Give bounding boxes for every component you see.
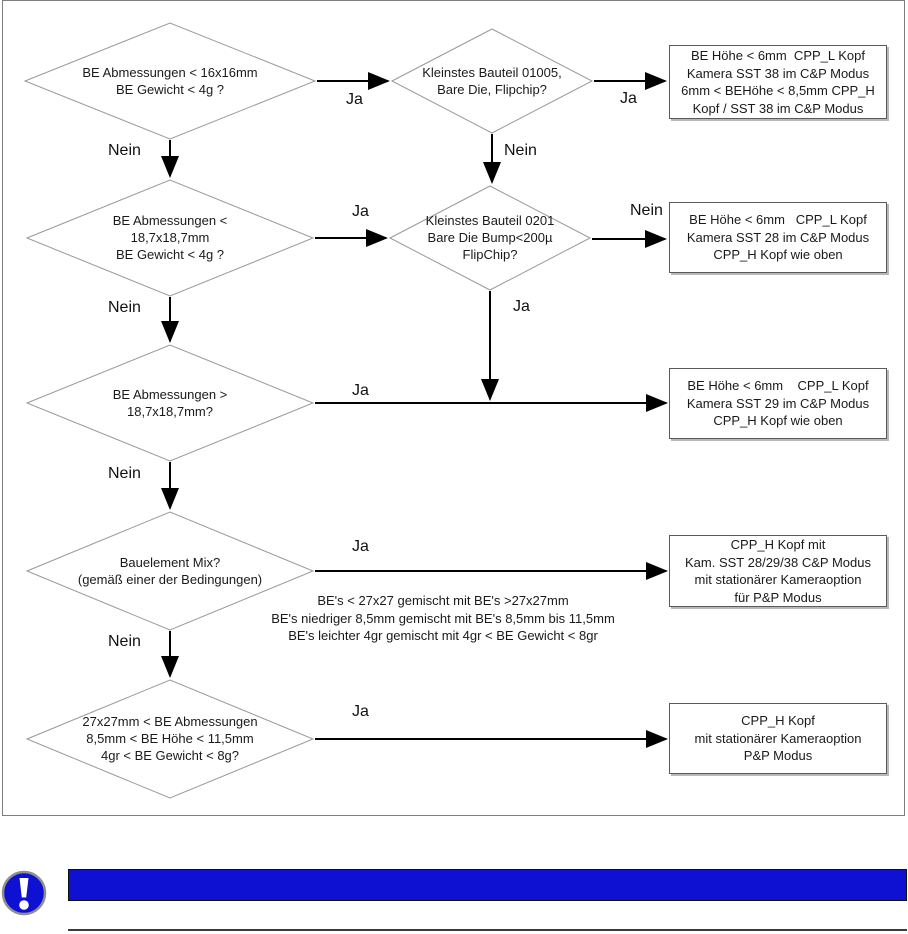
result-box-3: BE Höhe < 6mm CPP_L Kopf Kamera SST 29 i… <box>669 368 887 439</box>
decision-1-label: BE Abmessungen < 16x16mm BE Gewicht < 4g… <box>82 65 258 97</box>
footer-rule <box>68 929 907 931</box>
edge-label-d5-nein: Nein <box>108 465 141 482</box>
decision-shape-4 <box>388 185 592 291</box>
decision-6-label: Bauelement Mix? (gemäß einer der Bedingu… <box>77 555 263 587</box>
decision-4-label: Kleinstes Bauteil 0201 Bare Die Bump<200… <box>425 213 555 262</box>
edge-label-d2-nein: Nein <box>504 142 537 159</box>
decision-3-label: BE Abmessungen < 18,7x18,7mm BE Gewicht … <box>112 213 228 262</box>
edge-label-d3-ja: Ja <box>352 203 369 220</box>
decision-5-label: BE Abmessungen > 18,7x18,7mm? <box>112 387 228 419</box>
edge-label-d7-ja: Ja <box>352 703 369 720</box>
edge-label-d3-nein: Nein <box>108 299 141 316</box>
decision-2-label: Kleinstes Bauteil 01005, Bare Die, Flipc… <box>422 65 562 97</box>
decision-shape-5 <box>25 344 315 462</box>
mix-conditions-note: BE's < 27x27 gemischt mit BE's >27x27mm … <box>271 593 615 643</box>
decision-shape-3 <box>25 179 315 297</box>
note-title-bar <box>68 869 907 901</box>
decision-shape-1 <box>23 22 317 140</box>
edge-label-d5-ja: Ja <box>352 382 369 399</box>
decision-shape-6 <box>25 511 315 631</box>
edge-label-d6-ja: Ja <box>352 538 369 555</box>
decision-shape-7 <box>25 679 315 799</box>
exclamation-icon <box>1 870 47 916</box>
edge-label-d4-nein: Nein <box>630 202 663 219</box>
result-box-2: BE Höhe < 6mm CPP_L Kopf Kamera SST 28 i… <box>669 202 887 273</box>
edge-label-d1-nein: Nein <box>108 142 141 159</box>
edge-label-d6-nein: Nein <box>108 633 141 650</box>
edge-label-d1-ja: Ja <box>346 91 363 108</box>
decision-7-label: 27x27mm < BE Abmessungen 8,5mm < BE Höhe… <box>82 714 258 763</box>
edge-label-d4-ja: Ja <box>513 298 530 315</box>
result-box-5: CPP_H Kopf mit stationärer Kameraoption … <box>669 703 887 774</box>
result-box-4: CPP_H Kopf mit Kam. SST 28/29/38 C&P Mod… <box>669 535 887 607</box>
result-box-1: BE Höhe < 6mm CPP_L Kopf Kamera SST 38 i… <box>669 45 887 119</box>
flowchart-connectors <box>23 22 668 799</box>
edge-label-d2-ja: Ja <box>620 90 637 107</box>
decision-shape-2 <box>390 28 594 134</box>
